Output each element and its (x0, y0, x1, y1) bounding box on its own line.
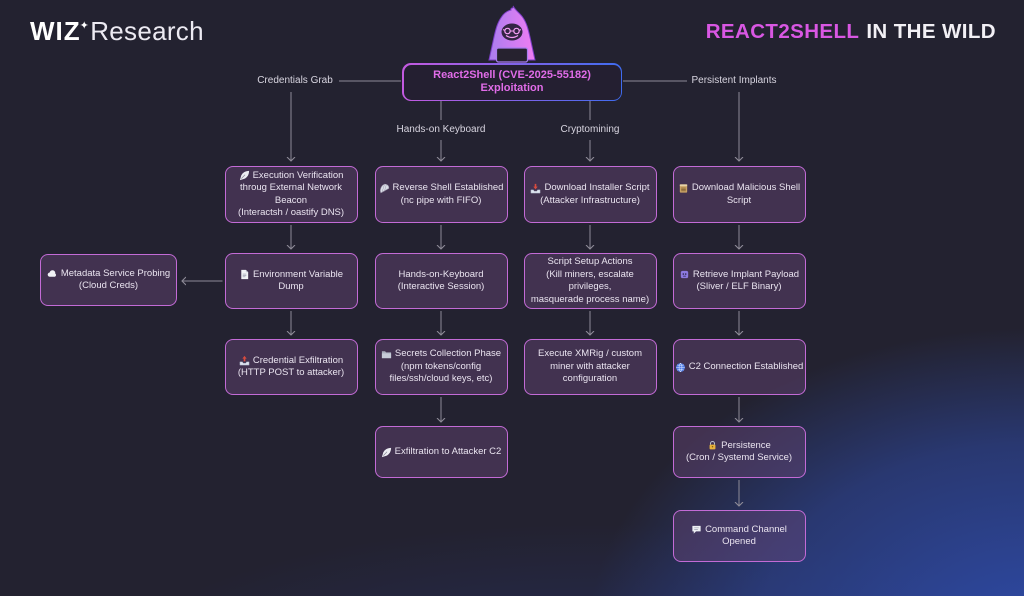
node-label-line: privileges, (568, 281, 612, 292)
node-label-line: Execution Verification (252, 169, 344, 181)
root-node-line2: Exploitation (480, 82, 544, 94)
node-label-line: (Attacker Infrastructure) (540, 194, 640, 206)
node-label-line: Credential Exfiltration (252, 354, 344, 366)
sparkle-icon: ✦ (79, 20, 90, 32)
node-label-line: (nc pipe with FIFO) (400, 194, 482, 206)
node-label-line: Exfiltration to Attacker C2 (394, 445, 502, 457)
node-label-line: Secrets Collection Phase (394, 348, 502, 360)
pen-icon (239, 170, 250, 181)
node-retrieve-implant-payload: Retrieve Implant Payload(Sliver / ELF Bi… (672, 253, 806, 309)
lock-icon (707, 440, 718, 451)
node-label-line: (npm tokens/config (400, 360, 482, 372)
page-title: REACT2SHELL IN THE WILD (706, 20, 996, 44)
implant-icon (679, 269, 690, 280)
tray-up-icon (239, 355, 250, 366)
pen-icon (381, 447, 392, 458)
title-rest: IN THE WILD (866, 20, 996, 43)
node-label-line: configuration (562, 373, 618, 385)
node-label-line: Execute XMRig / custom (537, 348, 642, 360)
node-c2-connection-established: C2 Connection Established (672, 339, 806, 395)
cloud-icon (47, 268, 58, 279)
node-label-line: Download Malicious Shell (691, 182, 801, 193)
node-label-line: (Interactsh / oastify DNS) (237, 207, 345, 218)
node-label-line: (Sliver / ELF Binary) (696, 281, 782, 292)
root-node: React2Shell (CVE-2025-55182) Exploitatio… (402, 63, 622, 101)
logo-brand-bold: WIZ (30, 16, 81, 46)
node-label-line: Environment Variable (252, 268, 344, 280)
chat-icon (691, 524, 702, 535)
node-label-line: Reverse Shell Established (392, 182, 504, 193)
node-label-line: Dump (278, 281, 304, 292)
node-label-line: (Cloud Creds) (78, 280, 139, 291)
node-metadata-service-probing: Metadata Service Probing(Cloud Creds) (40, 254, 177, 306)
node-label-line: Opened (722, 536, 756, 547)
branch-label-persistent-implants: Persistent Implants (691, 75, 777, 86)
node-label-line: Beacon (274, 194, 308, 206)
node-label-line: throug External Network (240, 182, 342, 193)
node-label-line: Metadata Service Probing (60, 267, 171, 279)
node-persistence-cron-systemd: Persistence(Cron / Systemd Service) (672, 426, 806, 478)
branch-label-hands-on-keyboard: Hands-on Keyboard (396, 124, 486, 135)
globe-icon (675, 362, 686, 373)
node-label-line: Command Channel (705, 523, 787, 535)
node-hands-on-keyboard-session: Hands-on-Keyboard(Interactive Session) (374, 253, 508, 309)
node-label-line: (Interactive Session) (397, 281, 485, 292)
node-label-line: Script (726, 194, 752, 206)
node-label-line: Download Installer Script (544, 182, 650, 193)
branch-label-credentials-grab: Credentials Grab (257, 75, 333, 86)
shell-icon (379, 183, 390, 194)
node-label-line: (Kill miners, escalate (546, 268, 634, 280)
node-label-line: miner with attacker (550, 360, 630, 372)
branch-label-cryptomining: Cryptomining (560, 124, 620, 135)
root-node-body: React2Shell (CVE-2025-55182) Exploitatio… (403, 64, 621, 100)
node-credential-exfiltration: Credential Exfiltration(HTTP POST to att… (224, 339, 358, 395)
document-icon (239, 269, 250, 280)
node-secrets-collection-phase: Secrets Collection Phase(npm tokens/conf… (374, 339, 508, 395)
logo-brand-light: Research (90, 16, 204, 46)
node-download-installer-script: Download Installer Script(Attacker Infra… (523, 166, 657, 223)
node-label-line: Hands-on-Keyboard (398, 268, 484, 280)
wiz-research-logo: WIZ✦Research (30, 16, 204, 47)
notebook-icon (678, 183, 689, 194)
node-label-line: (Cron / Systemd Service) (685, 452, 793, 463)
node-label-line: (HTTP POST to attacker) (237, 367, 345, 378)
root-node-line1: React2Shell (CVE-2025-55182) (433, 69, 591, 81)
title-highlight: REACT2SHELL (705, 20, 860, 43)
folder-icon (381, 349, 392, 360)
node-exfiltration-to-attacker-c2: Exfiltration to Attacker C2 (374, 426, 508, 478)
node-script-setup-actions: Script Setup Actions(Kill miners, escala… (523, 253, 657, 309)
node-label-line: files/ssh/cloud keys, etc) (389, 373, 493, 385)
tray-down-icon (530, 183, 541, 194)
node-label-line: Persistence (721, 439, 771, 451)
node-label-line: Script Setup Actions (547, 256, 633, 267)
node-label-line: masquerade process name) (530, 293, 650, 305)
node-reverse-shell-established: Reverse Shell Established(nc pipe with F… (374, 166, 508, 223)
hacker-icon (488, 5, 536, 63)
node-label-line: Retrieve Implant Payload (692, 268, 800, 280)
node-label-line: C2 Connection Established (688, 360, 804, 372)
